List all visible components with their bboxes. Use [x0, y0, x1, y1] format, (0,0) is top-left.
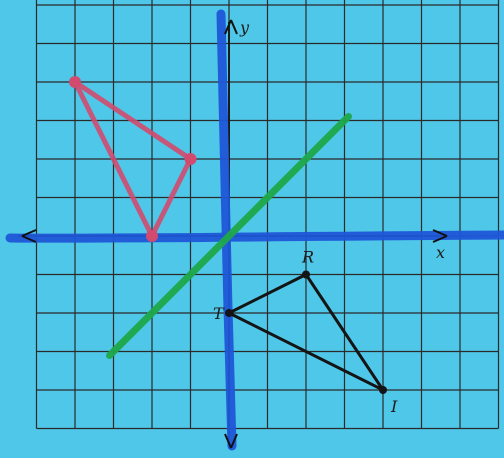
original-triangle-vertices: R T I — [213, 248, 398, 417]
reflected-triangle — [72, 79, 193, 239]
y-axis-label: y — [239, 18, 250, 37]
reflected-vertex-point — [146, 230, 158, 242]
original-vertex-point — [379, 386, 387, 394]
x-axis-arrow-right-icon — [432, 229, 448, 243]
vertex-label-i: I — [390, 397, 398, 416]
vertex-label-r: R — [301, 248, 314, 267]
y-axis-arrow-down-icon — [224, 433, 238, 449]
original-vertex-point — [302, 270, 310, 279]
y-axis-arrow-up-icon — [224, 19, 238, 35]
reflection-line — [106, 113, 352, 359]
reflected-vertex-point — [184, 153, 197, 165]
x-axis-arrow-left-icon — [21, 229, 37, 243]
y-axis-marker-stroke — [216, 9, 237, 451]
x-axis-label: x — [436, 243, 445, 262]
original-vertex-point — [225, 309, 233, 317]
reflected-triangle-vertices — [69, 76, 197, 242]
x-axis-marker-stroke — [5, 230, 504, 243]
vertex-label-t: T — [213, 304, 225, 323]
original-triangle — [227, 273, 385, 392]
reflected-vertex-point — [69, 76, 81, 88]
